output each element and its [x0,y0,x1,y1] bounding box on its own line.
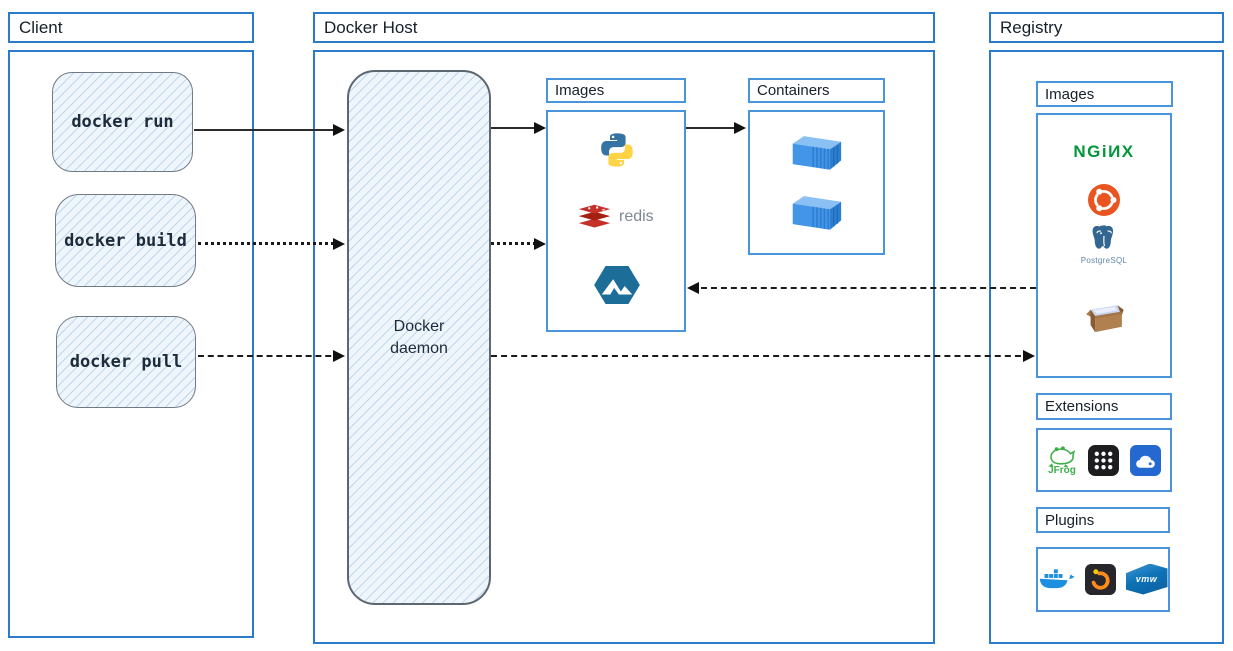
jfrog-icon: JFrog [1047,445,1077,476]
jfrog-label: JFrog [1048,464,1076,476]
plugins-icon-row: vmw [1038,555,1168,603]
postgresql-label: PostgreSQL [1036,256,1172,265]
containers-panel-title: Containers [748,78,885,103]
docker-pull-node: docker pull [56,316,196,408]
docker-host-title-label: Docker Host [324,17,418,37]
arrow-daemon-to-images-build [491,237,546,250]
arrow-registry-to-host-images [687,281,1036,294]
arrow-docker-pull-to-daemon [198,349,345,362]
extensions-panel-title: Extensions [1036,393,1172,420]
redis-label: redis [619,208,654,225]
containers-title-label: Containers [757,82,830,99]
docker-daemon-label: Docker daemon [390,317,448,357]
redis-image-item: redis [577,201,654,233]
plugins-panel-title: Plugins [1036,507,1170,533]
extensions-icon-row: JFrog [1040,436,1168,484]
registry-images-title-label: Images [1045,85,1095,103]
vmware-label: vmw [1135,574,1158,584]
arrow-docker-build-to-daemon [198,237,345,250]
docker-build-node: docker build [55,194,196,287]
alpine-icon [594,265,640,305]
host-images-panel-title: Images [546,78,686,103]
docker-host-section-title: Docker Host [313,12,935,43]
arrow-daemon-to-registry-images [491,349,1035,362]
python-icon [597,130,637,170]
docker-pull-label: docker pull [69,352,183,372]
ubuntu-icon [1087,183,1121,217]
client-section-title: Client [8,12,254,43]
grafana-icon [1084,563,1116,595]
docker-daemon-node: Docker daemon [347,70,491,605]
registry-section-title: Registry [989,12,1224,43]
package-icon [1083,299,1125,333]
plugins-title-label: Plugins [1045,511,1095,529]
container-icon [789,132,843,172]
containers-panel [748,110,885,255]
redis-icon [577,202,612,232]
host-images-title-label: Images [555,82,605,99]
extensions-title-label: Extensions [1045,398,1119,415]
arrow-docker-run-to-daemon [194,123,345,136]
registry-title-label: Registry [1000,17,1063,37]
arrow-images-to-containers [686,121,746,134]
docker-whale-icon [1039,566,1075,593]
container-icon [789,192,843,232]
arrow-daemon-to-images [491,121,546,134]
app-grid-icon [1088,444,1119,476]
vm-disk-icon [1130,444,1161,476]
nginx-icon: NGiИX [1036,142,1172,162]
postgresql-label-text: PostgreSQL [1080,256,1128,265]
docker-build-label: docker build [64,230,187,251]
registry-images-panel [1036,113,1172,378]
docker-run-label: docker run [71,112,174,132]
client-title-label: Client [19,17,63,37]
registry-images-panel-title: Images [1036,81,1173,107]
vmware-icon: vmw [1125,563,1168,595]
postgresql-icon [1089,224,1119,254]
docker-run-node: docker run [52,72,193,172]
nginx-label: NGiИX [1073,142,1135,161]
